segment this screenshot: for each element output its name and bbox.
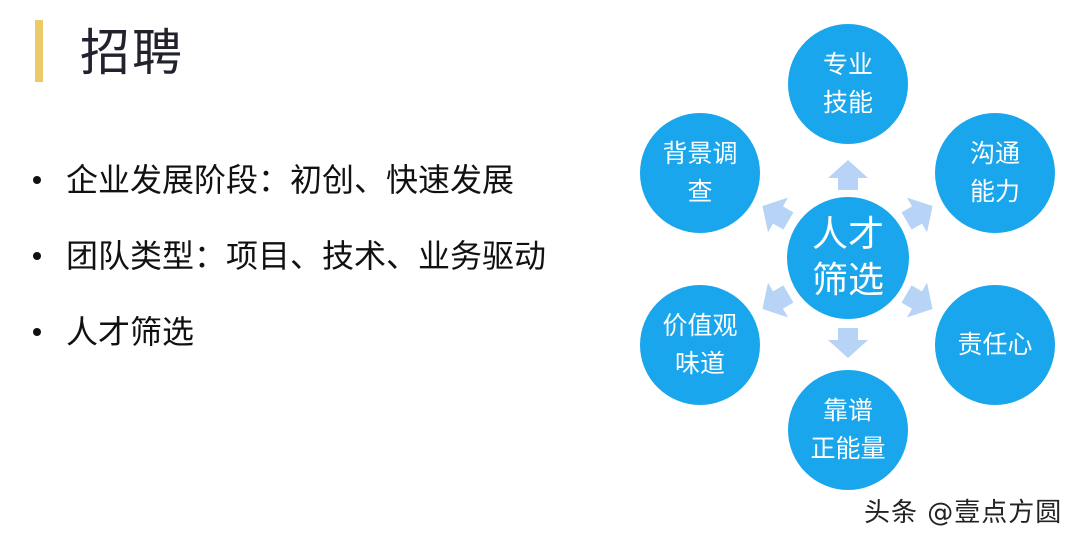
node-upper-right: 沟通能力 xyxy=(935,113,1055,233)
arrow-up-icon xyxy=(828,160,868,190)
title-accent-bar xyxy=(35,20,43,82)
bullet-list: 企业发展阶段：初创、快速发展 团队类型：项目、技术、业务驱动 人才筛选 xyxy=(30,160,546,388)
bullet-dot-icon xyxy=(33,176,41,184)
arrow-lower-right-icon xyxy=(901,282,933,318)
node-lower-left: 价值观味道 xyxy=(640,285,760,405)
bullet-item: 团队类型：项目、技术、业务驱动 xyxy=(30,236,546,312)
bullet-item: 人才筛选 xyxy=(30,312,546,388)
arrow-upper-right-icon xyxy=(901,197,933,233)
bullet-dot-icon xyxy=(33,328,41,336)
bullet-dot-icon xyxy=(33,252,41,260)
arrow-lower-left-icon xyxy=(762,282,794,318)
node-top: 专业技能 xyxy=(788,24,908,144)
arrow-upper-left-icon xyxy=(762,197,794,233)
slide-title: 招聘 xyxy=(80,24,184,82)
node-bottom: 靠谱正能量 xyxy=(788,370,908,490)
node-center: 人才筛选 xyxy=(787,197,909,319)
node-lower-right: 责任心 xyxy=(935,285,1055,405)
node-upper-left: 背景调查 xyxy=(640,113,760,233)
arrow-down-icon xyxy=(828,328,868,358)
watermark: 头条 @壹点方圆 xyxy=(864,498,1063,528)
bullet-item: 企业发展阶段：初创、快速发展 xyxy=(30,160,546,236)
